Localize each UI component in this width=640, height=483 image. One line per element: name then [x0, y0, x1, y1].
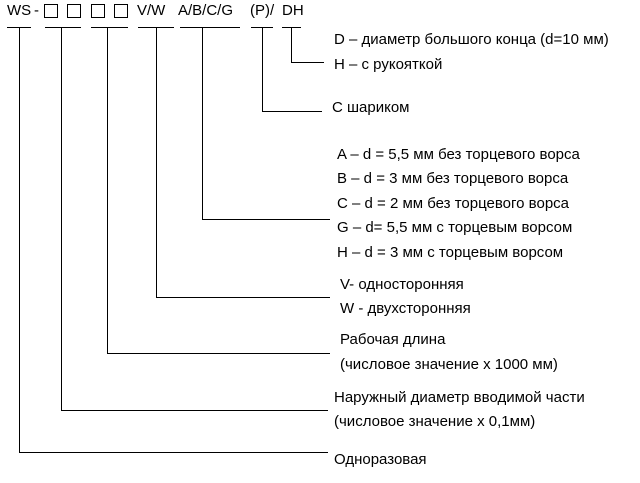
desc-length-line-1: Рабочая длина [340, 331, 446, 348]
code-dh: DH [282, 2, 304, 19]
leader-ball-horizontal [262, 111, 322, 112]
underline-length [91, 27, 128, 28]
leader-disposable-vertical [19, 27, 20, 453]
code-tip: A/B/C/G [178, 2, 234, 19]
desc-tip-line-3: C – d = 2 мм без торцевого ворса [337, 195, 570, 212]
desc-tip-line-4: G – d= 5,5 мм с торцевым ворсом [337, 219, 573, 236]
code-ball: (P)/ [250, 2, 275, 19]
desc-vw-line-1: V- односторонняя [340, 276, 464, 293]
code-box-1 [44, 4, 58, 18]
desc-dh-line-2: H – с рукояткой [334, 56, 443, 73]
code-dash: - [34, 2, 39, 19]
underline-tip [180, 27, 240, 28]
leader-ball-vertical [262, 27, 263, 112]
leader-vw-vertical [156, 27, 157, 298]
desc-dh-line-1: D – диаметр большого конца (d=10 мм) [334, 31, 609, 48]
desc-diameter-line-2: (числовое значение х 0,1мм) [334, 413, 536, 430]
code-vw: V/W [137, 2, 166, 19]
code-box-4 [114, 4, 128, 18]
leader-disposable-horizontal [19, 452, 328, 453]
code-prefix: WS [7, 2, 32, 19]
desc-vw-line-2: W - двухсторонняя [340, 300, 471, 317]
leader-tip-horizontal [202, 219, 330, 220]
desc-tip-line-5: H – d = 3 мм с торцевым ворсом [337, 244, 564, 261]
underline-diameter [45, 27, 81, 28]
desc-ball: С шариком [332, 99, 410, 116]
leader-vw-horizontal [156, 297, 330, 298]
desc-tip-line-1: A – d = 5,5 мм без торцевого ворса [337, 146, 580, 163]
leader-length-horizontal [107, 353, 330, 354]
leader-tip-vertical [202, 27, 203, 220]
leader-diameter-horizontal [61, 410, 328, 411]
desc-length-line-2: (числовое значение х 1000 мм) [340, 356, 558, 373]
desc-tip-line-2: B – d = 3 мм без торцевого ворса [337, 170, 569, 187]
leader-length-vertical [107, 27, 108, 354]
desc-diameter-line-1: Наружный диаметр вводимой части [334, 389, 585, 406]
leader-dh-horizontal [291, 62, 324, 63]
leader-dh-vertical [291, 27, 292, 63]
leader-diameter-vertical [61, 27, 62, 411]
code-box-3 [91, 4, 105, 18]
desc-disposable: Одноразовая [334, 451, 427, 468]
code-box-2 [67, 4, 81, 18]
